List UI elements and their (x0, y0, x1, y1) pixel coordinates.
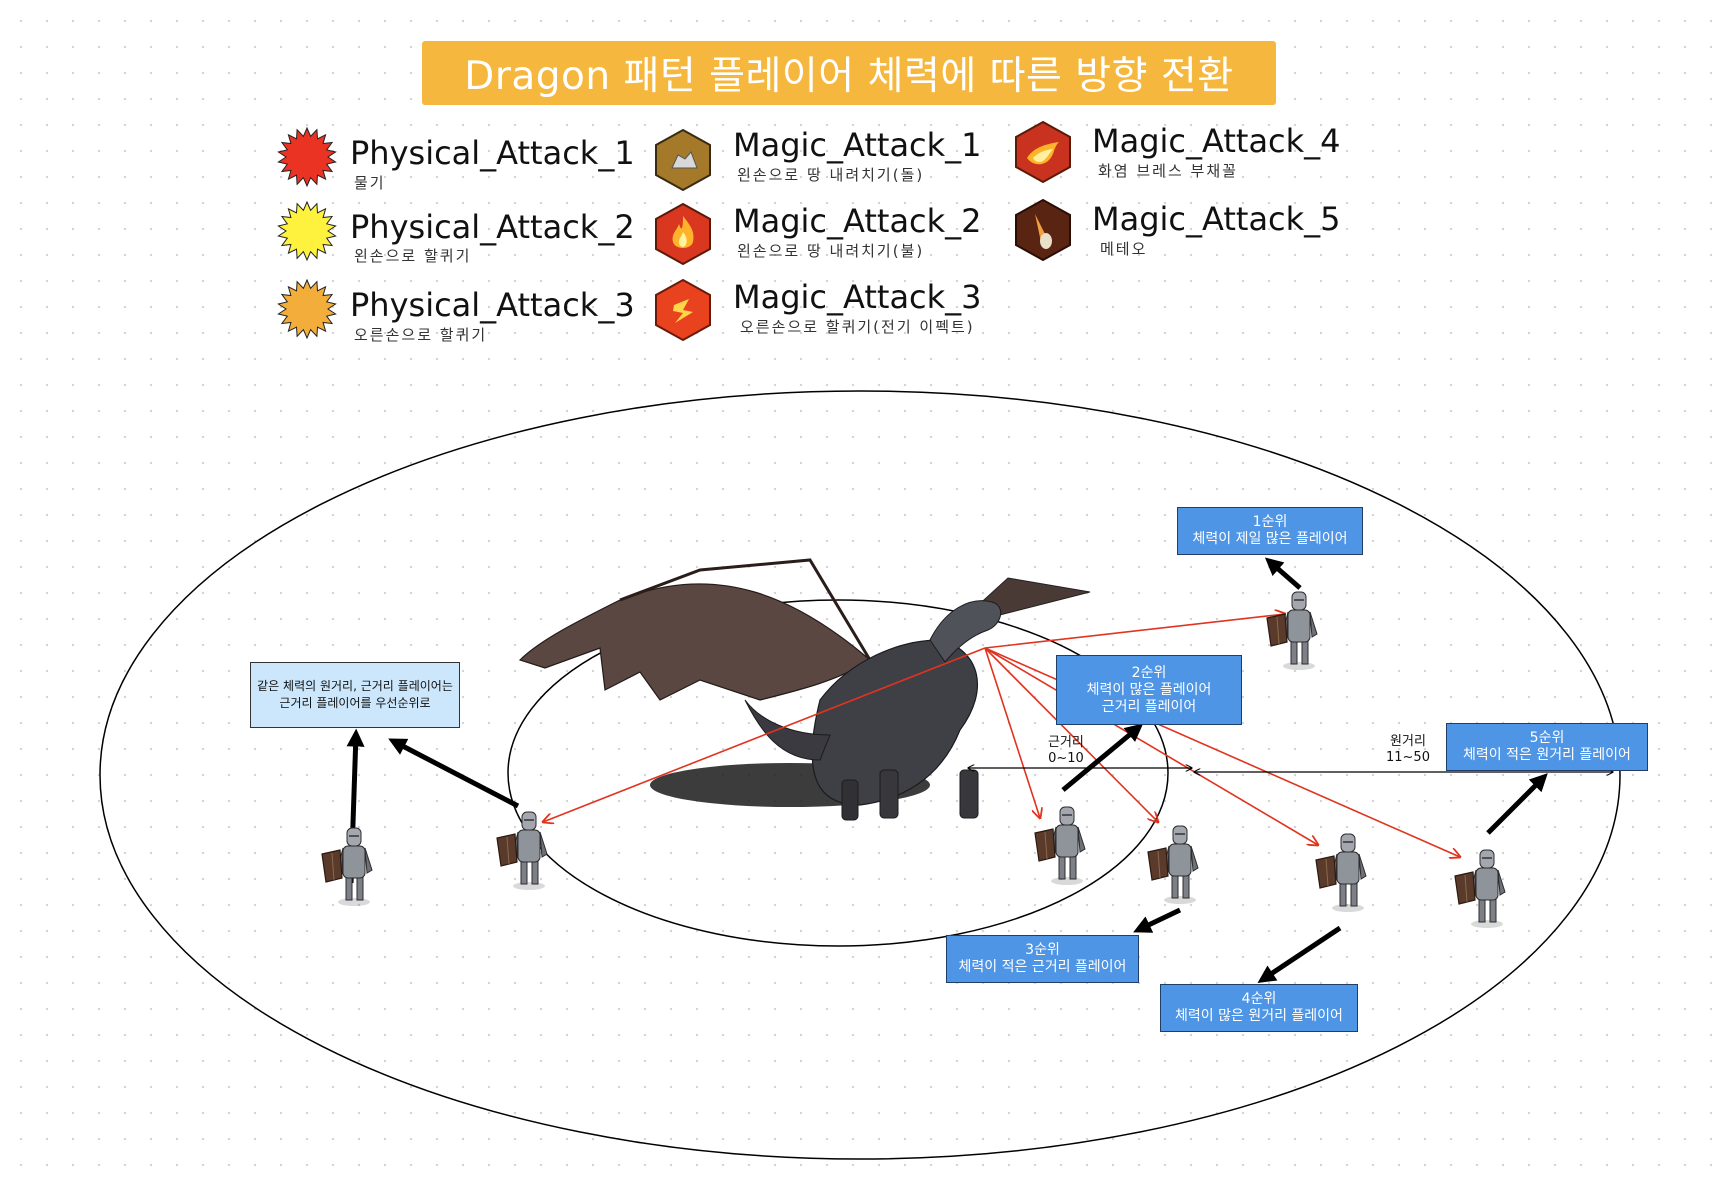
legend-name: Magic_Attack_5 (1092, 200, 1341, 238)
legend-name: Magic_Attack_3 (733, 278, 982, 316)
legend-name: Magic_Attack_4 (1092, 122, 1341, 160)
arrow-to-note-right (388, 738, 520, 809)
arrow-to-rank-5 (1486, 773, 1548, 835)
flame-hexagon-icon (655, 202, 711, 266)
legend-name: Physical_Attack_1 (350, 134, 635, 172)
legend-name: Magic_Attack_1 (733, 126, 982, 164)
knight-far-left (321, 827, 373, 907)
legend-desc: 메테오 (1100, 240, 1148, 258)
legend-name: Physical_Attack_2 (350, 208, 635, 246)
legend-name: Magic_Attack_2 (733, 202, 982, 240)
knight-rank-3 (1147, 825, 1199, 905)
spiky-burst-icon (277, 200, 337, 262)
priority-rank: 4순위 (1241, 991, 1277, 1007)
meteor-hexagon-icon (1015, 198, 1071, 262)
priority-rank: 5순위 (1529, 730, 1565, 746)
legend-desc: 오른손으로 할퀴기(전기 이펙트) (740, 318, 975, 336)
note-line: 근거리 플레이어를 우선순위로 (279, 696, 431, 710)
priority-desc: 체력이 적은 원거리 플레이어 (1463, 747, 1631, 763)
priority-desc: 체력이 많은 플레이어 (1086, 681, 1212, 698)
legend-desc: 오른손으로 할퀴기 (354, 326, 488, 344)
note-box: 같은 체력의 원거리, 근거리 플레이어는 근거리 플레이어를 우선순위로 (250, 662, 460, 728)
legend-desc: 화염 브레스 부채꼴 (1098, 162, 1238, 180)
priority-rank: 1순위 (1252, 514, 1288, 530)
burst-shape (277, 126, 337, 188)
target-line-4 (984, 647, 1318, 845)
priority-desc: 체력이 적은 근거리 플레이어 (958, 959, 1127, 975)
legend-name: Physical_Attack_3 (350, 286, 635, 324)
note-line: 같은 체력의 원거리, 근거리 플레이어는 (257, 679, 453, 693)
target-line-left (543, 647, 986, 822)
target-line-3 (984, 647, 1158, 822)
knight-rank-5 (1454, 849, 1506, 929)
arrow-to-rank-4 (1257, 925, 1342, 983)
priority-arrows (346, 557, 1548, 983)
range-label-value: 0~10 (1048, 751, 1084, 766)
priority-box-5: 5순위 체력이 적은 원거리 플레이어 (1446, 723, 1648, 771)
near-range-ellipse (507, 599, 1169, 947)
legend-desc: 왼손으로 땅 내려치기(돌) (737, 166, 925, 184)
burst-shape (277, 200, 337, 262)
dragon-image (518, 558, 1091, 821)
priority-box-4: 4순위 체력이 많은 원거리 플레이어 (1160, 984, 1358, 1032)
priority-box-2: 2순위 체력이 많은 플레이어 근거리 플레이어 (1056, 655, 1242, 725)
range-label-text: 원거리 (1390, 734, 1426, 749)
title-banner: Dragon 패턴 플레이어 체력에 따른 방향 전환 (422, 41, 1276, 105)
priority-desc: 체력이 많은 원거리 플레이어 (1175, 1008, 1343, 1024)
spiky-burst-icon (277, 278, 337, 340)
spiky-burst-icon (277, 126, 337, 188)
fire-breath-hexagon-icon (1015, 120, 1071, 184)
near-range-label: 근거리 0~10 (1048, 735, 1084, 767)
target-line-2 (984, 647, 1040, 818)
priority-desc: 체력이 제일 많은 플레이어 (1192, 531, 1348, 547)
range-label-text: 근거리 (1048, 735, 1084, 750)
arrow-to-rank-3 (1133, 907, 1182, 933)
priority-rank: 2순위 (1131, 664, 1167, 681)
rock-hexagon-icon (655, 128, 711, 192)
far-range-ellipse (99, 390, 1621, 1160)
legend-desc: 왼손으로 땅 내려치기(불) (737, 242, 925, 260)
knight-rank-4 (1315, 833, 1367, 913)
knight-rank-2 (1034, 806, 1086, 886)
priority-box-3: 3순위 체력이 적은 근거리 플레이어 (946, 935, 1139, 983)
burst-shape (277, 278, 337, 340)
priority-box-1: 1순위 체력이 제일 많은 플레이어 (1177, 507, 1363, 555)
knight-rank-1 (1266, 591, 1318, 671)
target-line-1 (984, 614, 1285, 649)
knight-near-left (496, 811, 548, 891)
far-range-label: 원거리 11~50 (1386, 734, 1430, 766)
arrow-to-rank-1 (1264, 557, 1302, 590)
priority-desc: 근거리 플레이어 (1101, 698, 1197, 715)
lightning-hexagon-icon (655, 278, 711, 342)
legend-desc: 물기 (354, 174, 386, 192)
legend-desc: 왼손으로 할퀴기 (354, 247, 472, 265)
range-label-value: 11~50 (1386, 750, 1430, 765)
priority-rank: 3순위 (1025, 942, 1060, 958)
diagram-title: Dragon 패턴 플레이어 체력에 따른 방향 전환 (464, 54, 1234, 99)
arrow-to-rank-2 (1061, 723, 1144, 792)
